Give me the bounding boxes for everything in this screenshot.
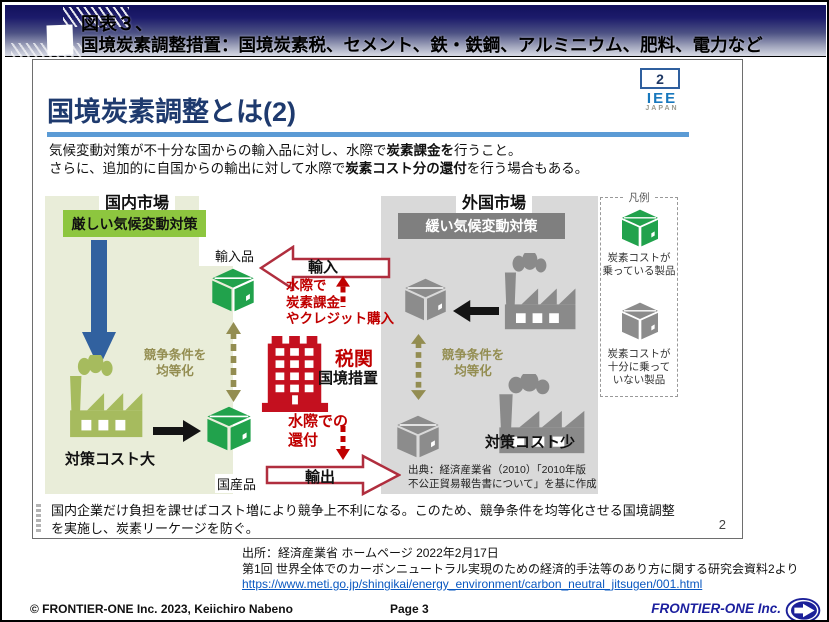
note-line1: 国内企業だけ負担を課せばコスト増により競争上不利になる。このため、競争条件を均等… [51,503,675,518]
title-divider [47,132,689,137]
levy-line1: 水際で [286,278,327,293]
intro-1-pre: 気候変動対策が不十分な国からの輸入品に対し、水際で [49,143,387,158]
import-goods-label: 輸入品 [213,246,257,265]
red-dashed-down-arrow-icon [336,426,350,460]
domestic-cost-label: 対策コスト大 [65,451,156,468]
intro-2-bold: 炭素コスト分の還付 [345,161,467,176]
frontier-one-logo-icon [785,598,821,620]
export-flow-arrow-icon [265,454,401,496]
gray-box-icon [395,415,441,458]
footer-brand-name: FRONTIER-ONE Inc. [651,601,781,616]
diagram-source-line2: 不公正貿易報告書について」を基に作成 [408,477,597,490]
iee-logo-sub: JAPAN [645,105,679,112]
source-citation: 出所：経済産業省 ホームページ 2022年2月17日 第1回 世界全体でのカーボ… [242,546,798,593]
lax-policy-bar: 緩い気候変動対策 [398,213,565,239]
source-line2: 第1回 世界全体でのカーボンニュートラル実現のための経済的手法等のあり方に関する… [242,561,799,576]
levy-text: 水際で 炭素課金 やクレジット購入 [286,278,394,328]
import-arrow-label: 輸入 [308,259,339,276]
banner-title-line2: 国境炭素調整措置：国境炭素税、セメント、鉄・鉄鋼、アルミニウム、肥料、電力など [81,35,763,55]
legend-gray-line2: 十分に乗って [607,361,671,373]
green-box-icon [210,268,256,312]
slide-content: 国境炭素調整とは(2) 2 IEE JAPAN 気候変動対策が不十分な国からの輸… [32,59,743,539]
banner-square-decoration [46,24,74,56]
gray-box-icon [620,302,660,340]
foreign-cost-label: 対策コスト少 [485,434,576,451]
gray-factory-icon [491,374,591,455]
customs-building-icon [260,336,330,412]
red-dashed-up-arrow-icon [336,276,350,307]
slide-page-number: 2 [718,517,726,532]
conclusion-note: 国内企業だけ負担を課せばコスト増により競争上不利になる。このため、競争条件を均等… [51,502,743,537]
equalize-1-line2: 均等化 [156,364,194,378]
note-line2: を実施し、炭素リーケージを防ぐ。 [51,520,259,536]
intro-2-post: を行う場合もある。 [466,161,589,176]
customs-label: 税関 [335,349,374,370]
levy-line3: やクレジット購入 [286,311,394,326]
black-left-arrow-icon [453,300,499,322]
levy-line2: 炭素課金 [286,294,340,310]
foreign-market-title: 外国市場 [456,189,533,213]
header-banner: 図表３、 国境炭素調整措置：国境炭素税、セメント、鉄・鉄鋼、アルミニウム、肥料、… [5,5,826,61]
blue-down-arrow-icon [82,240,116,368]
intro-1-bold: 炭素課金を [386,143,455,158]
diagram-source-note: 出典：経済産業省（2010）「2010年版 不公正貿易報告書について」を基に作成 [408,464,597,491]
legend-title: 凡例 [624,190,654,205]
border-measure-label: 国境措置 [318,370,379,387]
banner-title-line1: 図表３、 [81,14,153,34]
strict-policy-bar: 厳しい気候変動対策 [63,210,206,237]
gray-factory-icon [498,253,581,331]
diagram-source-line1: 出典：経済産業省（2010）「2010年版 [408,464,586,476]
import-flow-arrow-icon [259,245,391,291]
footer-page-number: Page 3 [390,602,429,616]
legend-green-line1: 炭素コストが [607,252,671,264]
equalize-2-line2: 均等化 [454,364,492,378]
green-factory-icon [63,355,148,439]
equalize-2-line1: 競争条件を [441,348,505,362]
refund-text: 水際での 還付 [288,412,348,450]
legend-green-text: 炭素コストが 乗っている製品 [601,252,677,278]
footer-copyright: © FRONTIER-ONE Inc. 2023, Keiichiro Nabe… [30,602,293,616]
intro-1-post: 行うこと。 [454,143,522,158]
black-right-arrow-icon [153,420,201,442]
refund-line1: 水際での [288,413,349,430]
export-arrow-label: 輸出 [305,469,336,486]
legend-box: 凡例 炭素コストが 乗っている製品 [600,190,678,397]
domestic-market-title: 国内市場 [99,189,176,213]
equalize-text-foreign: 競争条件を 均等化 [429,347,517,379]
meti-link[interactable]: https://www.meti.go.jp/shingikai/energy_… [242,577,703,591]
legend-gray-line1: 炭素コストが [607,348,671,360]
domestic-goods-label: 国産品 [215,474,259,493]
legend-green-line2: 乗っている製品 [602,265,676,277]
banner-stripes-decoration [63,7,129,27]
intro-line-2: さらに、追加的に自国からの輸出に対して水際で炭素コスト分の還付を行う場合もある。 [49,160,588,178]
refund-line2: 還付 [288,432,319,449]
iee-logo: IEE [646,90,678,107]
iee-number-badge: 2 [640,68,680,89]
equalize-text-domestic: 競争条件を 均等化 [127,347,223,379]
legend-gray-line3: いない製品 [612,374,666,386]
green-box-icon [205,406,253,451]
intro-2-pre: さらに、追加的に自国からの輸出に対して水際で [49,161,346,176]
equalize-double-arrow-icon [226,322,241,402]
intro-line-1: 気候変動対策が不十分な国からの輸入品に対し、水際で炭素課金を行うこと。 [49,142,522,160]
vertical-watermark-decoration [36,504,41,534]
source-line1: 出所：経済産業省 ホームページ 2022年2月17日 [242,546,499,560]
green-box-icon [620,209,660,247]
legend-gray-text: 炭素コストが 十分に乗って いない製品 [601,348,677,387]
gray-box-icon [403,278,448,321]
equalize-double-arrow-icon [411,334,426,400]
equalize-1-line1: 競争条件を [143,348,207,362]
slide-title: 国境炭素調整とは(2) [47,97,296,127]
